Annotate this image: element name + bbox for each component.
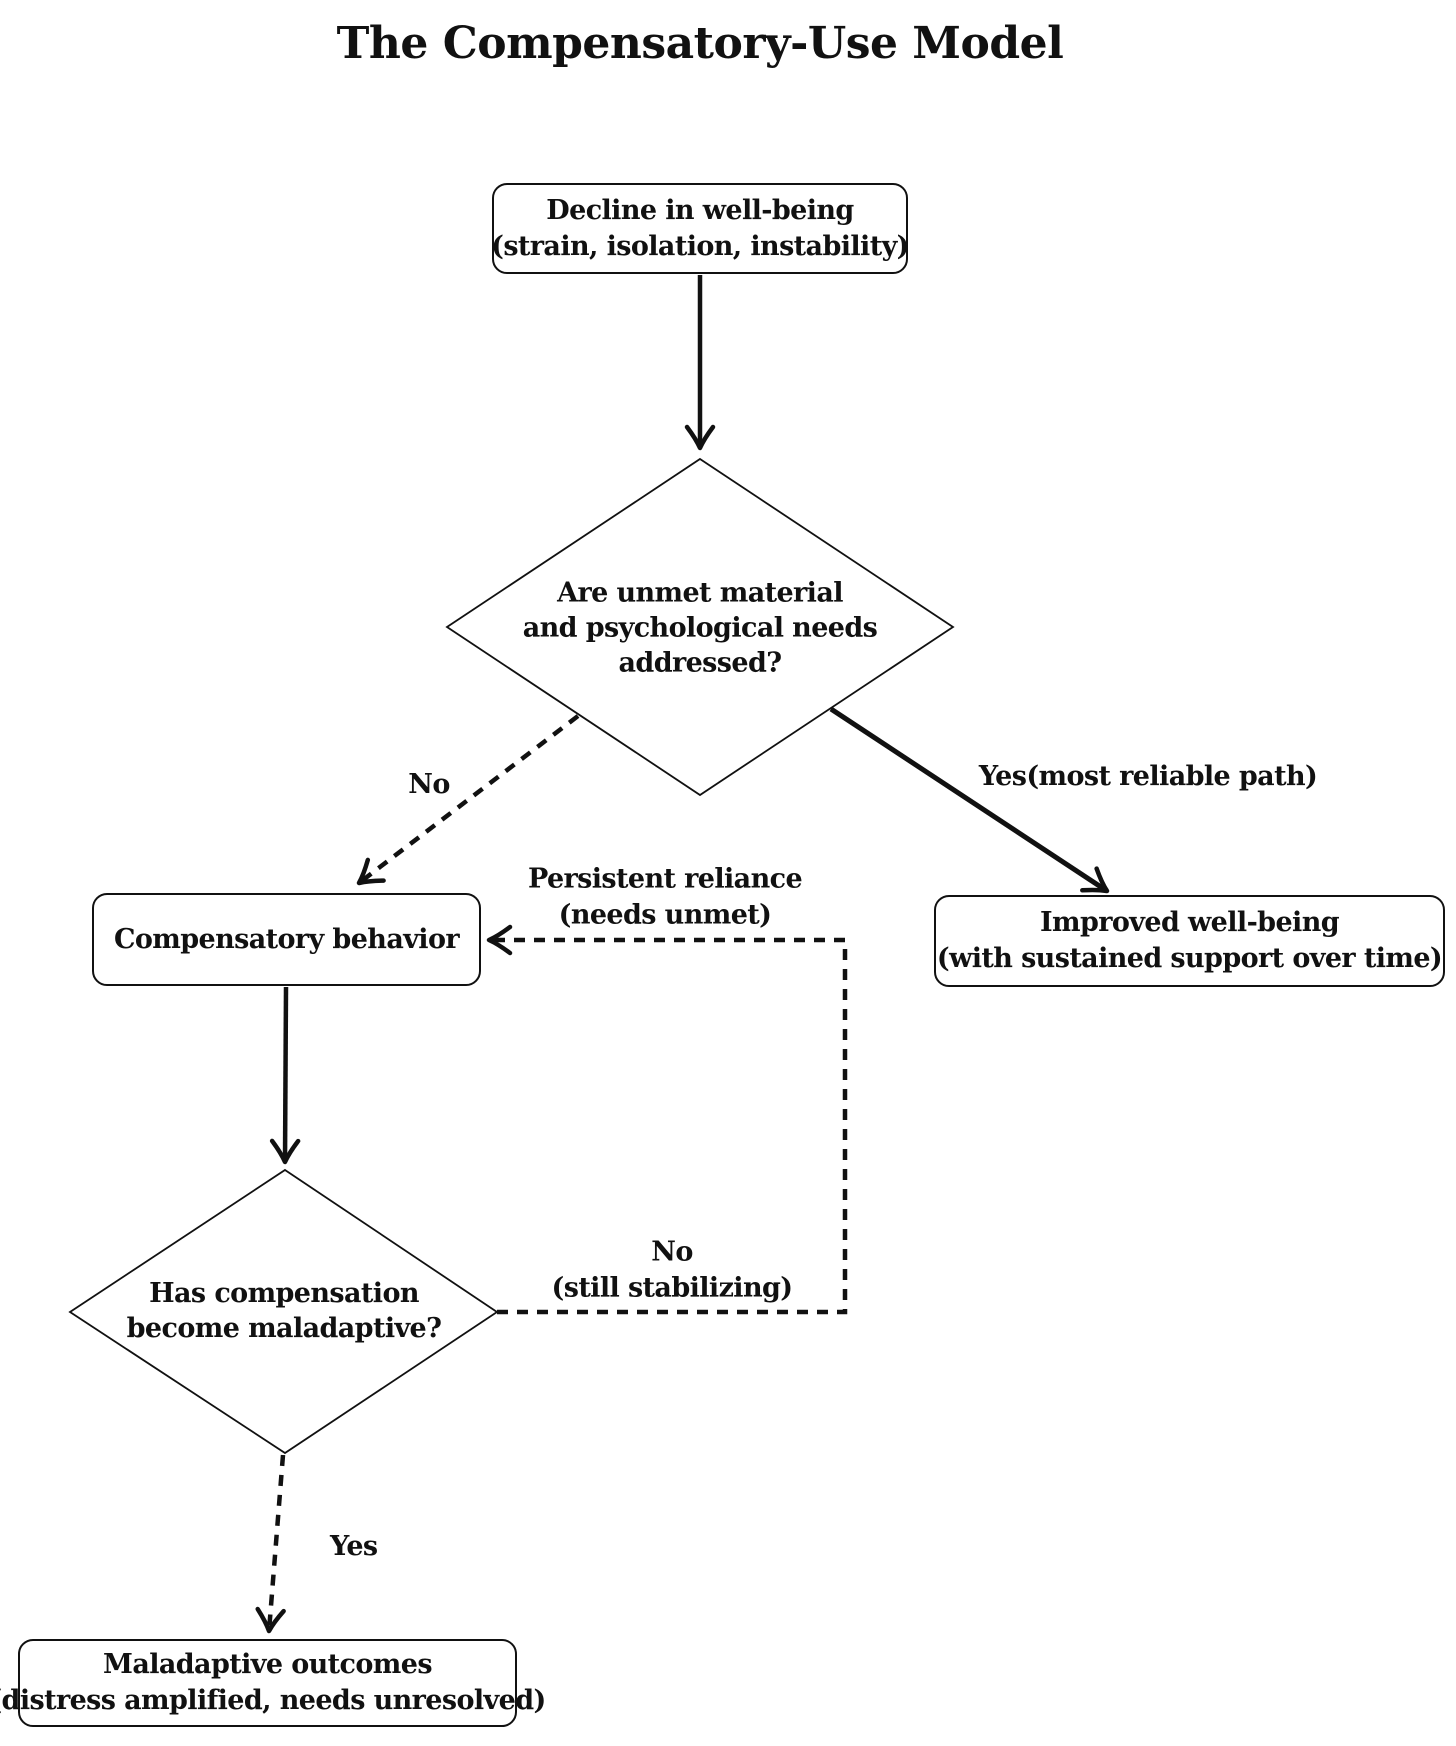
node-improved-wellbeing: Improved well-being (with sustained supp…: [934, 895, 1445, 987]
decision-needs-line3: addressed?: [618, 647, 783, 679]
label-still-line2: (still stabilizing): [551, 1272, 794, 1303]
label-no-still-stabilizing: No (still stabilizing): [551, 1234, 794, 1305]
decision-become-maladaptive-diamond: [68, 1168, 499, 1455]
decision-needs-addressed-diamond: [445, 457, 955, 797]
node-maladaptive-outcomes: Maladaptive outcomes (distress amplified…: [0, 1639, 546, 1727]
node-improved-line2: (with sustained support over time): [936, 943, 1443, 974]
edge-compensatory-to-maladaptive-decision: [269, 986, 301, 1165]
decision-maladaptive-line1: Has compensation: [149, 1277, 419, 1309]
label-persistent-line1: Persistent reliance: [527, 863, 803, 895]
label-yes: Yes: [330, 1531, 378, 1563]
node-decline-in-wellbeing: Decline in well-being (strain, isolation…: [491, 183, 909, 274]
label-no: No: [408, 769, 450, 801]
decision-needs-line2: and psychological needs: [522, 612, 878, 644]
diagram-title: The Compensatory-Use Model: [336, 18, 1064, 69]
node-decline-line2: (strain, isolation, instability): [491, 230, 909, 262]
node-compensatory-label: Compensatory behavior: [113, 923, 460, 955]
decision-become-maladaptive-text: Has compensation become maladaptive?: [127, 1276, 442, 1346]
node-maladaptive-line1: Maladaptive outcomes: [103, 1649, 432, 1681]
edge-no-to-compensatory: [356, 714, 580, 886]
label-still-line1: No: [651, 1236, 693, 1268]
edge-yes-to-improved: [829, 706, 1110, 894]
edge-yes-to-maladaptive-outcomes: [255, 1454, 286, 1634]
node-decline-line1: Decline in well-being: [546, 194, 854, 226]
label-yes-most-reliable-path: Yes(most reliable path): [978, 761, 1318, 793]
label-persistent-reliance: Persistent reliance (needs unmet): [527, 861, 803, 932]
decision-needs-addressed-text: Are unmet material and psychological nee…: [523, 575, 878, 680]
decision-needs-line1: Are unmet material: [557, 577, 843, 609]
node-compensatory-behavior: Compensatory behavior: [92, 893, 481, 986]
node-improved-line1: Improved well-being: [1039, 907, 1340, 939]
label-persistent-line2: (needs unmet): [558, 899, 772, 930]
node-maladaptive-line2: (distress amplified, needs unresolved): [0, 1685, 546, 1716]
decision-maladaptive-line2: become maladaptive?: [126, 1313, 442, 1344]
